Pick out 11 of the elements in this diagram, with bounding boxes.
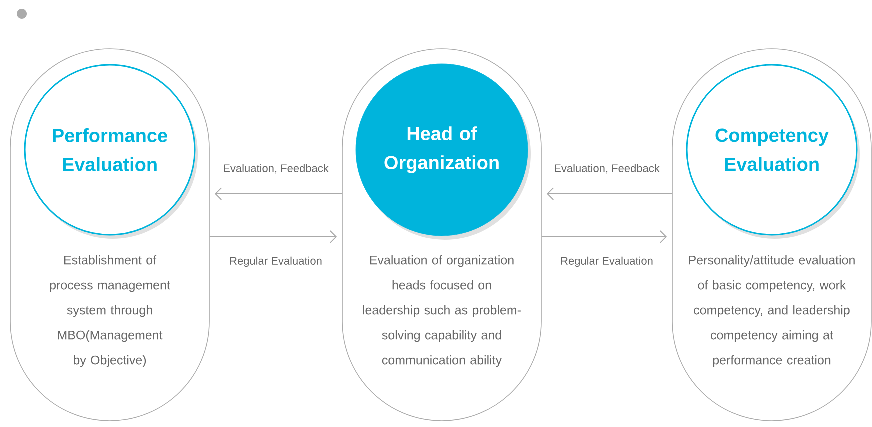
edge-label: Evaluation, Feedback	[553, 163, 661, 175]
arrow	[209, 230, 338, 244]
circle-node: Performance Evaluation	[24, 64, 198, 239]
circle-node: Head of Organization	[356, 64, 531, 240]
arrow	[541, 230, 668, 244]
edge-label: Regular Evaluation	[228, 256, 324, 268]
arrow	[546, 188, 673, 200]
edge-label: Regular Evaluation	[560, 256, 654, 268]
arrow	[214, 188, 343, 200]
edge-label: Evaluation, Feedback	[222, 163, 330, 175]
circle-node: Competency Evaluation	[686, 64, 860, 239]
